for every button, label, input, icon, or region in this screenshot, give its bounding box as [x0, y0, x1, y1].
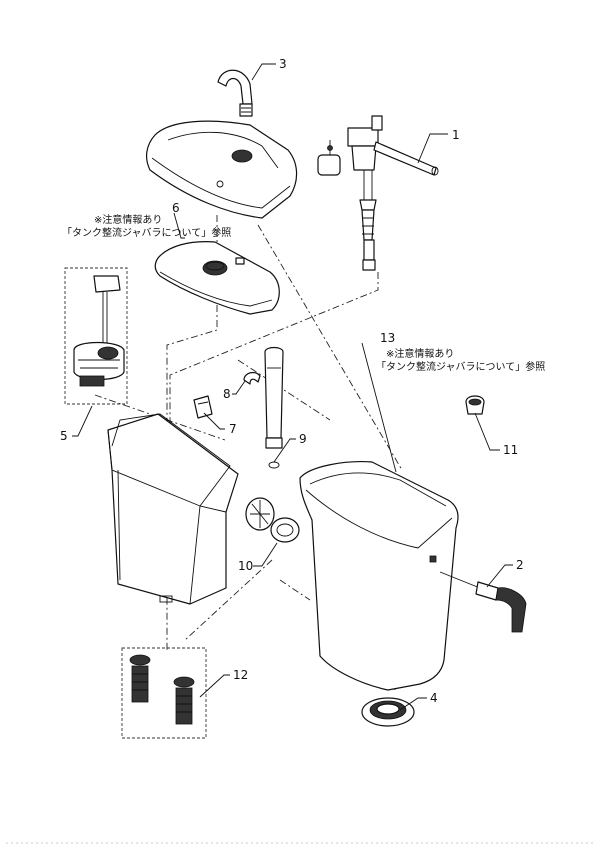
- part-3-spout: [217, 69, 253, 117]
- part13-note-line1: ※注意情報あり: [386, 347, 454, 360]
- callout-12: 12: [233, 668, 248, 682]
- callout-10: 10: [238, 559, 253, 573]
- callout-6: 6: [172, 201, 180, 215]
- part-5-box: [64, 267, 128, 405]
- callout-9: 9: [299, 432, 307, 446]
- callout-3: 3: [279, 57, 287, 71]
- leader-lines: [72, 63, 513, 711]
- overflow-tube: [264, 346, 284, 469]
- part-7-bracket: [193, 395, 213, 419]
- part-8-clip: [243, 371, 261, 385]
- callout-labels: 3 1 2 4 5 6 7 8 9 10 11 12 13: [60, 57, 524, 705]
- part-4-gasket: [361, 697, 415, 727]
- callout-7: 7: [229, 422, 237, 436]
- tank-lid: [145, 120, 298, 219]
- part-12-box: [121, 647, 207, 739]
- part-10-gaskets: [245, 497, 300, 543]
- callout-5: 5: [60, 429, 68, 443]
- part13-note-line2: 「タンク整流ジャバラについて」参照: [376, 360, 545, 373]
- callout-4: 4: [430, 691, 438, 705]
- callout-11: 11: [503, 443, 518, 457]
- callout-1: 1: [452, 128, 460, 142]
- part-11-fitting: [465, 395, 485, 415]
- part-6-plate: [154, 241, 280, 315]
- part-5-flush-valve: [73, 275, 125, 387]
- callout-8: 8: [223, 387, 231, 401]
- part-1-fill-valve: [317, 115, 439, 271]
- callout-13: 13: [380, 331, 395, 345]
- part-2-lever-handle: [439, 571, 527, 633]
- part-12-bolts: [129, 654, 195, 725]
- callout-2: 2: [516, 558, 524, 572]
- part6-note-line2: 「タンク整流ジャバラについて」参照: [62, 226, 231, 239]
- caution-notes: ※注意情報あり 「タンク整流ジャバラについて」参照 ※注意情報あり 「タンク整流…: [62, 213, 545, 373]
- part-9-o-ring: [268, 461, 280, 469]
- part6-note-line1: ※注意情報あり: [94, 213, 162, 226]
- outer-tank: [299, 461, 459, 691]
- inner-tank: [107, 413, 239, 605]
